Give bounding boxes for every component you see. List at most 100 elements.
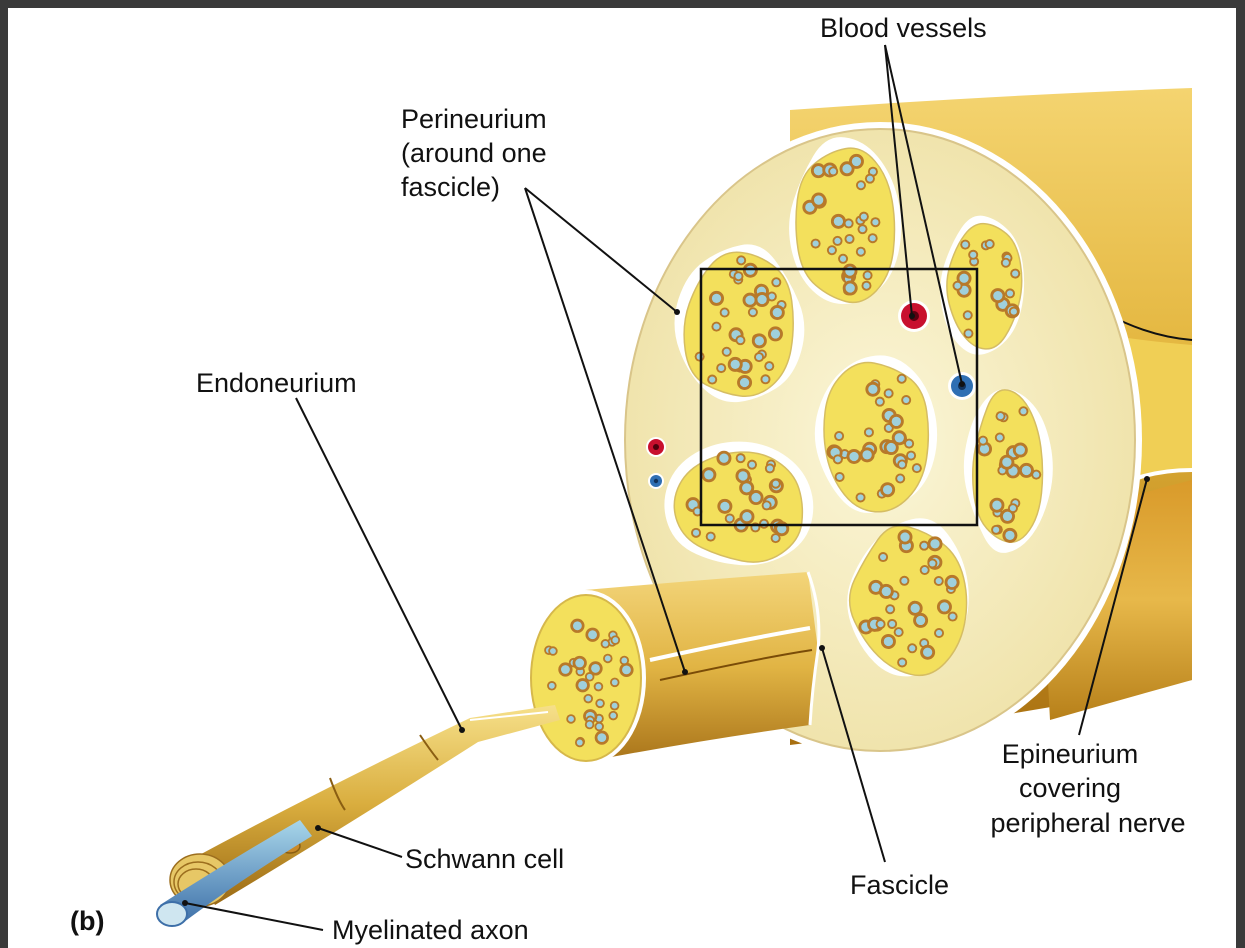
- label-fascicle: Fascicle: [850, 870, 949, 900]
- axon-core: [1002, 458, 1011, 467]
- axon-core: [588, 630, 597, 639]
- axon-core: [549, 683, 555, 689]
- axon-core: [859, 226, 865, 232]
- axon-core: [771, 329, 780, 338]
- axon-core: [773, 481, 779, 487]
- axon-core: [936, 578, 942, 584]
- axon-core: [896, 629, 902, 635]
- axon-core: [577, 740, 583, 746]
- axon-core: [980, 438, 986, 444]
- axon-core: [756, 354, 762, 360]
- axon-core: [605, 655, 611, 661]
- axon-core: [708, 533, 714, 539]
- axon-core: [591, 664, 600, 673]
- axon-core: [587, 722, 593, 728]
- axon-core: [612, 679, 618, 685]
- axon-core: [852, 157, 861, 166]
- axon-core: [872, 219, 878, 225]
- axon-core: [767, 465, 773, 471]
- axon-core: [550, 648, 556, 654]
- label-epineurium-line-1: Epineurium: [1002, 739, 1139, 769]
- axon-core: [610, 713, 616, 719]
- axon-core: [1005, 531, 1014, 540]
- axon-core: [1003, 512, 1012, 521]
- leader-perineurium-1: [525, 188, 677, 312]
- axon-core: [965, 312, 971, 318]
- axon-core: [693, 530, 699, 536]
- axon-core: [750, 309, 756, 315]
- axon-core: [740, 378, 749, 387]
- axon-core: [834, 217, 843, 226]
- axon-core: [1003, 260, 1009, 266]
- axon-core: [959, 274, 968, 283]
- axon-core: [901, 578, 907, 584]
- axon-core: [864, 272, 870, 278]
- axon-core: [814, 195, 823, 204]
- axon-core: [1033, 472, 1039, 478]
- axon-core: [947, 578, 956, 587]
- axon-core: [962, 242, 968, 248]
- axon-core: [837, 474, 843, 480]
- axon-core: [755, 336, 764, 345]
- axon-core: [911, 604, 920, 613]
- axon-core: [764, 502, 770, 508]
- label-endoneurium: Endoneurium: [196, 368, 357, 398]
- axon-core: [595, 684, 601, 690]
- axon-core: [866, 429, 872, 435]
- axon-core: [712, 294, 721, 303]
- axon-core: [930, 539, 939, 548]
- leader-endoneurium: [296, 398, 462, 730]
- axon-core: [814, 166, 823, 175]
- axon-core: [880, 554, 886, 560]
- axon-core: [861, 214, 867, 220]
- axon-core: [846, 283, 855, 292]
- axon-core: [914, 465, 920, 471]
- axon-core: [883, 485, 892, 494]
- axon-core: [1016, 445, 1025, 454]
- axon-core: [840, 256, 846, 262]
- label-perineurium: Perineurium (around one fascicle): [401, 104, 547, 202]
- axon-core: [742, 512, 751, 521]
- axon-core: [1012, 270, 1018, 276]
- axon-core: [766, 363, 772, 369]
- axon-core: [1011, 308, 1017, 314]
- axon-core: [903, 397, 909, 403]
- axon-core: [1010, 505, 1016, 511]
- axon-core: [884, 637, 893, 646]
- axon-core: [587, 674, 593, 680]
- axon-core: [882, 587, 891, 596]
- axon-core: [602, 641, 608, 647]
- axon-core: [867, 176, 873, 182]
- axon-core: [622, 665, 631, 674]
- axon-core: [773, 279, 779, 285]
- axon-core: [877, 621, 883, 627]
- axon-core: [836, 433, 842, 439]
- axon-core: [895, 433, 904, 442]
- axon-core: [704, 470, 713, 479]
- axon-core: [863, 283, 869, 289]
- axon-core: [773, 308, 782, 317]
- axon-core: [987, 241, 993, 247]
- axon-core: [887, 606, 893, 612]
- axon-core: [718, 365, 724, 371]
- axon-core: [886, 390, 892, 396]
- axon-core: [773, 535, 779, 541]
- label-epineurium-line-3: peripheral nerve: [990, 808, 1185, 838]
- label-myelinated-axon: Myelinated axon: [332, 915, 529, 945]
- axon-core: [749, 462, 755, 468]
- axon-core: [858, 182, 864, 188]
- axon-core: [916, 616, 925, 625]
- axon-core: [906, 440, 912, 446]
- axon-core: [709, 376, 715, 382]
- label-epineurium: Epineurium covering peripheral nerve: [990, 739, 1185, 838]
- axon-core: [713, 323, 719, 329]
- axon-core: [858, 249, 864, 255]
- axon-core: [980, 444, 989, 453]
- axon-core: [892, 417, 901, 426]
- axon-core: [897, 475, 903, 481]
- axon-core: [829, 247, 835, 253]
- label-perineurium-line-1: Perineurium: [401, 104, 547, 134]
- axon-core: [834, 238, 840, 244]
